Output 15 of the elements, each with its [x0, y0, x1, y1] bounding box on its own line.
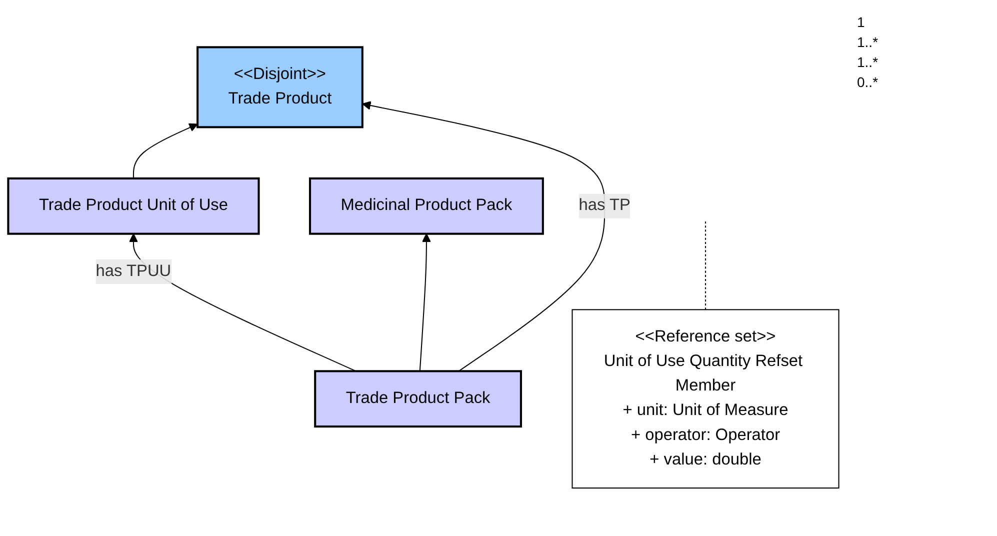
multiplicity-label: 0..*	[857, 74, 880, 90]
arrow	[419, 234, 431, 372]
node-box: <<Disjoint>> Trade Product	[196, 46, 364, 129]
node-box: Trade Product Unit of Use	[7, 178, 260, 236]
multiplicity-label: 1..*	[857, 34, 880, 50]
node-box: <<Reference set>> Unit of Use Quantity Refset Member + unit: Unit of Measure + operator: Operator + value: double	[572, 310, 840, 489]
connector	[705, 222, 706, 310]
edge-label: has TPUU	[96, 262, 172, 280]
multiplicity-label: 1..*	[857, 54, 880, 70]
arrow	[132, 124, 198, 179]
arrow	[362, 101, 606, 372]
multiplicity-label: 1	[857, 14, 866, 30]
node-box: Medicinal Product Pack	[308, 178, 544, 236]
node-box: Trade Product Pack	[314, 370, 522, 428]
edge-label: has TP	[578, 197, 630, 215]
